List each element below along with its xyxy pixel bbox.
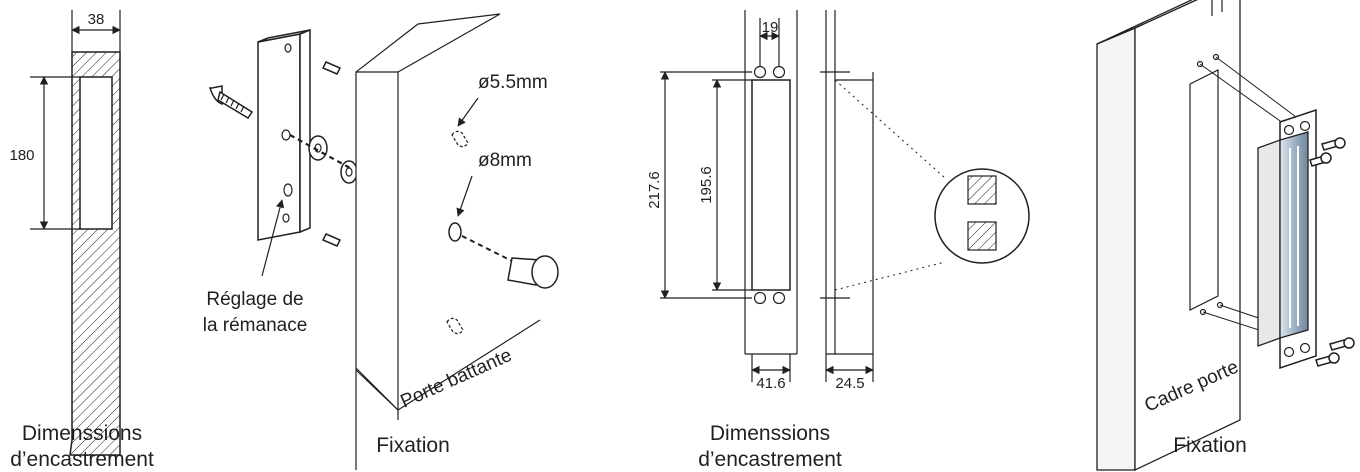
- panel-recess-dimensions-2: 19 217.6 195.6 41.6 24.5 Dimenssion: [646, 10, 1030, 471]
- dowel-pin-bottom: [321, 233, 342, 247]
- adjust-label-line-2: la rémanace: [203, 315, 308, 336]
- panel-fixation-door: ø5.5mm ø8mm Réglage de la rémanace Porte…: [203, 13, 559, 470]
- panel-fixation-frame: Cadre porte Fixation: [1096, 0, 1355, 472]
- caption-line-2: d’encastrement: [10, 448, 154, 471]
- section-zoom-circle: [934, 168, 1030, 264]
- magnet-front-body: [751, 79, 791, 291]
- frame-recess: [1189, 69, 1219, 311]
- strike-counter-plate: [507, 255, 559, 289]
- outer-height-label: 217.6: [646, 171, 663, 209]
- caption-line-1: Dimenssions: [22, 422, 142, 445]
- fixation-caption-2: Fixation: [1173, 434, 1247, 457]
- height-dimension-label: 180: [9, 147, 34, 164]
- hole-diameter-label-1: ø5.5mm: [478, 72, 548, 93]
- recess-cutout: [79, 76, 113, 230]
- width-dimension-label-2: 41.6: [756, 375, 785, 392]
- fixation-caption-1: Fixation: [376, 434, 450, 457]
- mounting-screws: [1309, 137, 1355, 367]
- width-dimension-label: 38: [88, 11, 105, 28]
- adjust-label-line-1: Réglage de: [206, 289, 303, 310]
- inner-height-label: 195.6: [698, 166, 715, 204]
- hole-diameter-label-2: ø8mm: [478, 150, 532, 171]
- dowel-pin-top: [321, 61, 342, 75]
- depth-dimension-label: 24.5: [835, 375, 864, 392]
- electromagnet-lock: [1257, 108, 1317, 370]
- caption-line-1-b: Dimenssions: [710, 422, 830, 445]
- top-dimension-label: 19: [762, 19, 779, 36]
- caption-line-2-b: d’encastrement: [698, 448, 842, 471]
- screw: [208, 85, 254, 120]
- panel-recess-dimensions-1: 38 180 Dimenssions d’encastrement: [4, 10, 154, 471]
- door-frame: [1096, 27, 1136, 471]
- washer: [308, 135, 328, 161]
